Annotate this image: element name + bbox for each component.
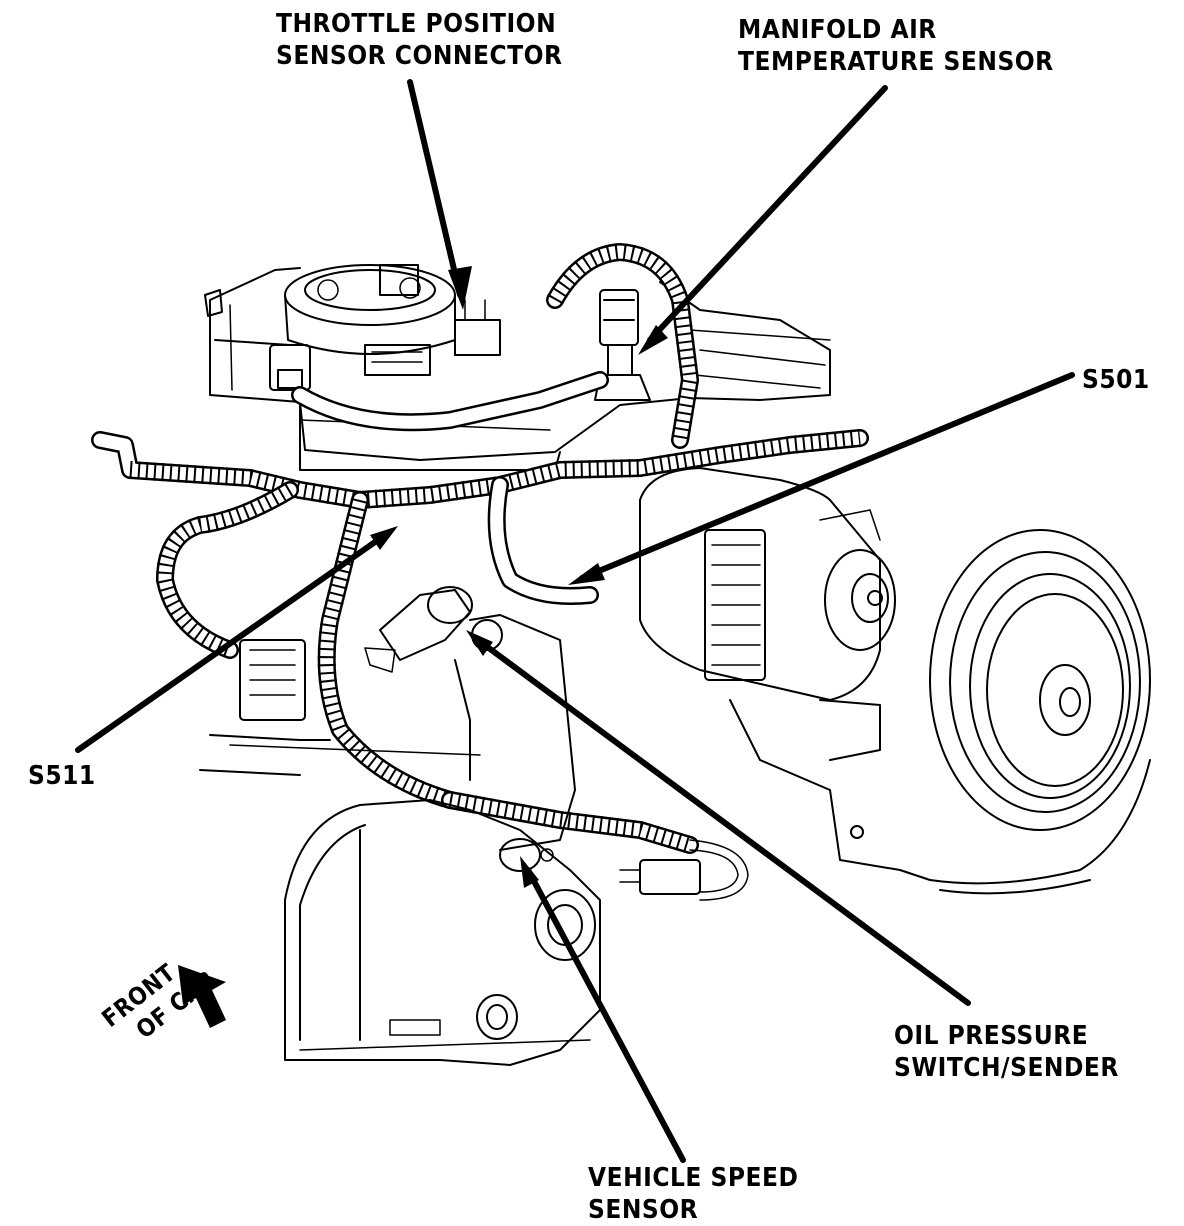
mat-arrow	[647, 85, 888, 343]
vss-arrow	[525, 867, 686, 1163]
wiring-harness	[91, 242, 869, 901]
oil-pressure-label: OIL PRESSURE SWITCH/SENDER	[894, 1021, 1119, 1083]
mat-sensor-body	[594, 289, 651, 401]
s511-arrow	[75, 532, 388, 753]
s511-connector	[239, 639, 306, 721]
s511-arrowhead	[370, 526, 398, 550]
left-connector	[269, 344, 311, 391]
s501-arrowhead	[568, 563, 605, 585]
callout-arrows	[75, 79, 1075, 1163]
s511-label: S511	[28, 761, 96, 791]
alternator	[639, 467, 931, 881]
oil-pressure-arrowhead	[466, 630, 493, 656]
front-of-car-arrow	[178, 965, 226, 1028]
vss-arrowhead	[520, 856, 539, 888]
mat-arrowhead	[638, 325, 668, 355]
s501-label: S501	[1082, 365, 1150, 395]
tps-arrowhead	[448, 266, 472, 310]
mat-sensor-label: MANIFOLD AIR TEMPERATURE SENSOR	[738, 15, 1054, 77]
s501-arrow	[579, 372, 1075, 581]
tps-arrow	[407, 79, 463, 298]
oil-pressure-arrow	[475, 637, 971, 1006]
tps-connector-label: THROTTLE POSITION SENSOR CONNECTOR	[276, 9, 563, 71]
engine-block-lower	[199, 614, 576, 851]
crank-pulley	[929, 529, 1151, 895]
transmission-housing	[284, 799, 601, 1066]
throttle-body	[284, 264, 501, 376]
oil-pressure-sender	[364, 586, 503, 673]
vehicle-speed-label: VEHICLE SPEED SENSOR	[588, 1163, 799, 1225]
